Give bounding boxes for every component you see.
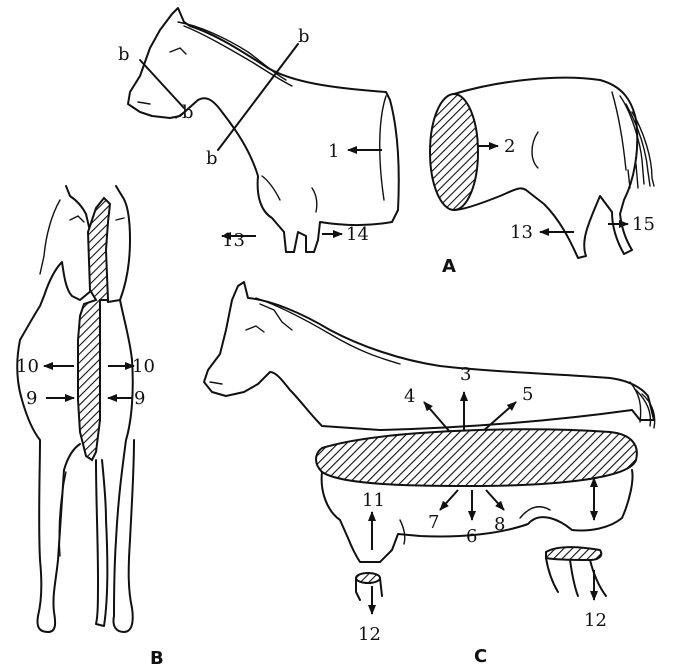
- label-12-front: 12: [358, 624, 381, 645]
- label-7: 7: [428, 512, 439, 533]
- cut-surface-b: [78, 198, 110, 460]
- label-b-3: b: [298, 26, 310, 47]
- cut-surface-a: [430, 94, 478, 210]
- label-10-left: 10: [16, 356, 39, 377]
- arrow-5: [482, 402, 516, 432]
- label-14: 14: [346, 224, 369, 245]
- panel-label-c: C: [474, 646, 487, 667]
- cut-surface-c: [316, 429, 637, 486]
- arrow-8: [486, 490, 504, 510]
- label-b-1: b: [118, 44, 130, 65]
- label-b-4: b: [206, 148, 218, 169]
- panel-label-a: A: [442, 256, 456, 277]
- label-15: 15: [632, 214, 655, 235]
- label-12-rear: 12: [584, 610, 607, 631]
- cut-surface-rear-leg: [546, 547, 601, 560]
- panel-b-front-view: [17, 186, 134, 632]
- label-5: 5: [522, 384, 533, 405]
- label-2: 2: [504, 136, 515, 157]
- label-9-right: 9: [134, 388, 145, 409]
- label-3: 3: [460, 364, 471, 385]
- label-9-left: 9: [26, 388, 37, 409]
- panel-label-b: B: [150, 648, 164, 669]
- label-13-b: 13: [510, 222, 533, 243]
- label-13-a: 13: [222, 230, 245, 251]
- panel-c-lower-body: [316, 429, 637, 600]
- label-8: 8: [494, 514, 505, 535]
- cut-surface-front-leg: [356, 573, 380, 583]
- panel-a-forequarter: [128, 8, 399, 252]
- label-1: 1: [328, 141, 339, 162]
- arrow-7: [440, 490, 458, 510]
- label-11: 11: [362, 490, 385, 511]
- panel-a-hindquarter: [430, 78, 654, 258]
- label-4: 4: [404, 386, 415, 407]
- label-6: 6: [466, 526, 477, 547]
- label-10-right: 10: [132, 356, 155, 377]
- label-b-2: b: [182, 102, 194, 123]
